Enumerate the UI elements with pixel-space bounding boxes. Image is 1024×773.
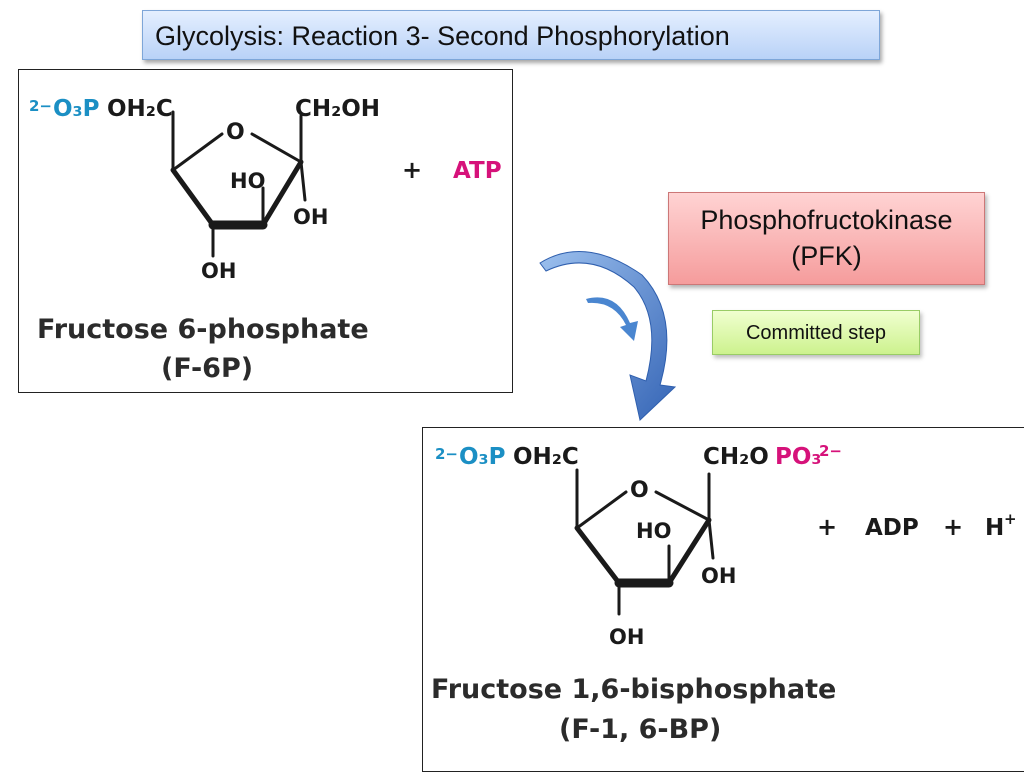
enzyme-name: Phosphofructokinase: [700, 205, 953, 235]
slide-title: Glycolysis: Reaction 3- Second Phosphory…: [155, 21, 730, 51]
committed-step-box: Committed step: [712, 310, 920, 355]
oh2c-label: OH₂C: [513, 444, 579, 470]
enzyme-abbrev: (PFK): [791, 241, 862, 271]
atp-label: ATP: [453, 158, 502, 184]
bond-o-c2: [654, 490, 711, 522]
ring-bonds-product: [574, 468, 715, 616]
phosphate-charge: 2−: [29, 97, 52, 115]
plus-sign-2: +: [943, 513, 963, 541]
atp-adp-arrow-icon: [586, 297, 638, 341]
ring-bonds: [170, 110, 307, 258]
bond-o-c2: [250, 132, 303, 164]
oh-right-label: OH: [701, 564, 736, 588]
plus-sign: +: [402, 156, 422, 184]
bond-c5-o: [575, 490, 628, 530]
bond-c2-c3: [666, 517, 712, 586]
bond-c4-c5: [170, 167, 216, 228]
bond-c2-c3: [260, 159, 304, 228]
substrate-abbrev: (F-6P): [161, 353, 253, 384]
bond-c5-o: [171, 132, 224, 172]
bond-c4-c5: [574, 525, 622, 586]
reaction-arrow: [539, 251, 677, 421]
product-panel: 2− O₃P OH₂C O CH₂O PO₃ 2− HO OH OH + ADP…: [422, 427, 1024, 772]
ho-label: HO: [636, 519, 671, 543]
phosphate-o3p: O₃P: [53, 96, 99, 122]
ho-label: HO: [230, 169, 265, 193]
ring-oxygen: O: [630, 478, 649, 503]
substrate-name: Fructose 6-phosphate: [37, 314, 369, 345]
slide-title-box: Glycolysis: Reaction 3- Second Phosphory…: [142, 10, 880, 60]
product-name: Fructose 1,6-bisphosphate: [431, 674, 836, 705]
phosphate-o3p: O₃P: [459, 444, 505, 470]
po3-label: PO₃: [775, 444, 821, 470]
po3-charge: 2−: [819, 442, 842, 460]
committed-step-label: Committed step: [745, 322, 887, 344]
oh-bottom-label: OH: [609, 625, 644, 649]
phosphate-charge: 2−: [435, 445, 458, 463]
ch2o-label: CH₂O: [703, 444, 769, 470]
h-charge: +: [1004, 510, 1017, 528]
fructose-6-phosphate-structure: 2− O₃P OH₂C O CH₂OH HO OH OH + ATP Fruct…: [29, 96, 502, 384]
oh-bottom-label: OH: [201, 259, 236, 283]
ch2oh-label: CH₂OH: [295, 96, 380, 122]
product-abbrev: (F-1, 6-BP): [559, 714, 721, 745]
bond-c2-oh: [299, 160, 307, 202]
h-label: H: [985, 515, 1004, 541]
main-arrow-icon: [539, 251, 677, 421]
enzyme-box: Phosphofructokinase (PFK): [668, 192, 985, 285]
ring-oxygen: O: [226, 120, 245, 145]
fructose-1-6-bisphosphate-structure: 2− O₃P OH₂C O CH₂O PO₃ 2− HO OH OH + ADP…: [431, 442, 1017, 745]
bond-c2-oh: [707, 518, 715, 560]
oh-right-label: OH: [293, 205, 328, 229]
plus-sign-1: +: [817, 513, 837, 541]
substrate-panel: 2− O₃P OH₂C O CH₂OH HO OH OH + ATP Fruct…: [18, 69, 513, 393]
adp-label: ADP: [865, 515, 919, 541]
oh2c-label: OH₂C: [107, 96, 173, 122]
